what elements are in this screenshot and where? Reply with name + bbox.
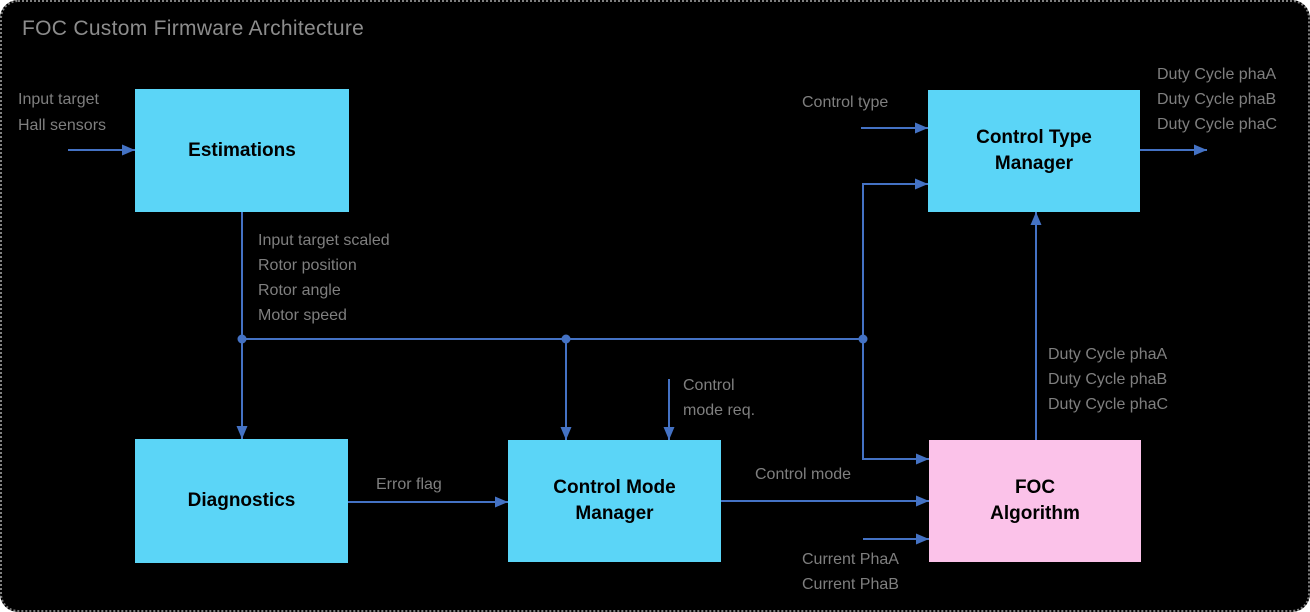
label-hall-sensors: Hall sensors [18,117,107,134]
label-current-inputs: Current PhaA Current PhaB [802,547,899,597]
node-control-type-manager: Control Type Manager [928,90,1140,212]
label-current-phaA: Current PhaA [802,551,899,568]
diagram-title: FOC Custom Firmware Architecture [22,17,365,40]
junction-dot [561,334,571,344]
arrow-bus-to-control-type-manager [862,178,928,339]
label-control-mode: Control mode [755,466,852,483]
label-foc-duty-cycle-phaA: Duty Cycle phaA [1048,346,1168,363]
junction-dot [858,334,868,344]
arrow-bus-to-foc-algorithm [862,339,929,465]
label-motor-speed: Motor speed [258,307,347,324]
label-duty-cycle-phaA: Duty Cycle phaA [1157,66,1277,83]
label-duty-cycle-foc: Duty Cycle phaA Duty Cycle phaB Duty Cyc… [1048,342,1168,417]
label-duty-cycle-phaB: Duty Cycle phaB [1157,91,1277,108]
label-estimations-outputs: Input target scaled Rotor position Rotor… [258,228,390,328]
label-control-mode-request: Control mode req. [683,373,755,423]
node-foc-algorithm: FOC Algorithm [929,440,1141,562]
node-control-mode-manager-label: Control Mode Manager [553,477,676,524]
label-rotor-position: Rotor position [258,257,357,274]
label-input-target: Input target [18,91,99,108]
node-estimations: Estimations [135,89,349,212]
label-control-type: Control type [802,94,889,111]
node-control-mode-manager: Control Mode Manager [508,440,721,562]
label-error-flag: Error flag [376,476,442,493]
label-input-target-scaled: Input target scaled [258,232,390,249]
junction-dot [237,334,247,344]
label-foc-duty-cycle-phaB: Duty Cycle phaB [1048,371,1168,388]
label-duty-cycle-outputs: Duty Cycle phaA Duty Cycle phaB Duty Cyc… [1157,62,1277,137]
node-diagnostics: Diagnostics [135,439,348,563]
label-control-mode-req-line2: mode req. [683,402,756,419]
label-estimations-inputs: Input target Hall sensors [18,87,106,139]
label-current-phaB: Current PhaB [802,576,899,593]
node-foc-algorithm-label: FOC Algorithm [990,477,1080,524]
label-control-mode-req-line1: Control [683,377,735,394]
node-estimations-label: Estimations [188,139,296,161]
node-control-type-manager-label: Control Type Manager [976,127,1092,174]
node-diagnostics-label: Diagnostics [187,490,296,511]
label-rotor-angle: Rotor angle [258,282,341,299]
label-foc-duty-cycle-phaC: Duty Cycle phaC [1048,396,1169,413]
label-duty-cycle-phaC: Duty Cycle phaC [1157,116,1278,133]
